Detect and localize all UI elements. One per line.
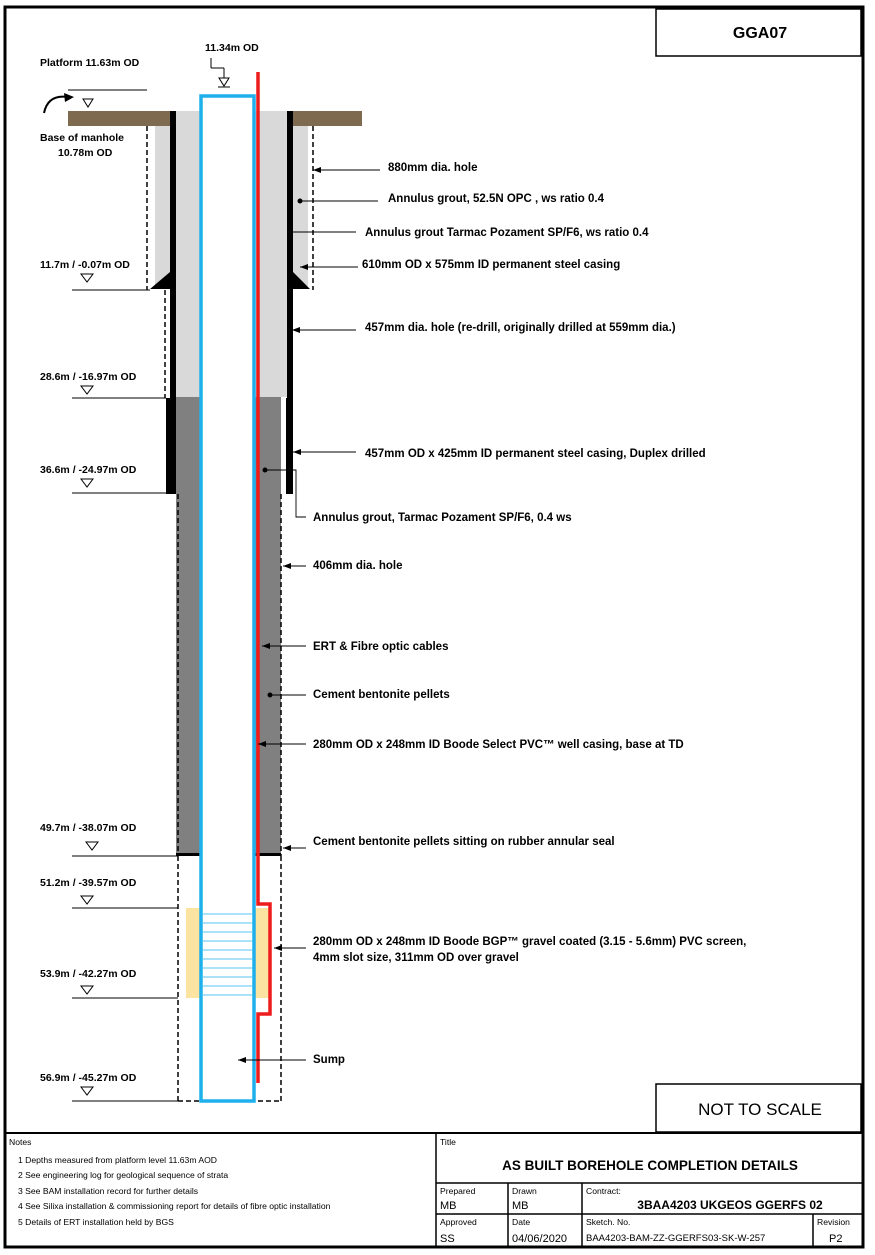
date-label: Date (512, 1217, 530, 1227)
base-manhole-label-2: 10.78m OD (58, 147, 113, 159)
annotation-label: 457mm OD x 425mm ID permanent steel casi… (365, 448, 706, 460)
well-casing (199, 94, 256, 1103)
annotation-label: Annulus grout, Tarmac Pozament SP/F6, 0.… (313, 512, 572, 524)
prepared-value: MB (440, 1200, 457, 1212)
annotation-label: 457mm dia. hole (re-drill, originally dr… (365, 322, 676, 334)
annotation-label: Cement bentonite pellets sitting on rubb… (313, 836, 615, 848)
svg-text:56.9m / -45.27m OD: 56.9m / -45.27m OD (40, 1072, 137, 1084)
rubber-seal (176, 853, 201, 856)
annotation-label: Annulus grout Tarmac Pozament SP/F6, ws … (365, 227, 649, 239)
revision-value: P2 (829, 1233, 842, 1245)
screen-slots (203, 913, 252, 996)
not-to-scale: NOT TO SCALE (698, 1100, 822, 1119)
base-manhole-label-1: Base of manhole (40, 132, 124, 144)
annotation-label: 4mm slot size, 311mm OD over gravel (313, 952, 519, 964)
annotation-label: 406mm dia. hole (313, 560, 402, 572)
annotation-label: 280mm OD x 248mm ID Boode BGP™ gravel co… (313, 936, 746, 948)
drawing-id-box (655, 8, 862, 57)
ground-slab-left (68, 111, 174, 126)
drawing-id: GGA07 (733, 25, 787, 42)
depth-marker: 51.2m / -39.57m OD (40, 877, 178, 909)
sketch-value: BAA4203-BAM-ZZ-GGERFS03-SK-W-257 (586, 1233, 765, 1244)
notes-heading: Notes (9, 1137, 31, 1147)
note-item: 4 See Silixa installation & commissionin… (18, 1201, 331, 1211)
approved-value: SS (440, 1233, 455, 1245)
depth-marker: 56.9m / -45.27m OD (40, 1072, 178, 1102)
grout-dark (176, 397, 201, 854)
drawn-value: MB (512, 1200, 529, 1212)
svg-text:51.2m / -39.57m OD: 51.2m / -39.57m OD (40, 877, 137, 889)
note-item: 2 See engineering log for geological seq… (18, 1170, 228, 1180)
depth-marker: 28.6m / -16.97m OD (40, 371, 166, 399)
depth-marker: 53.9m / -42.27m OD (40, 968, 178, 999)
contract-value: 3BAA4203 UKGEOS GGERFS 02 (637, 1198, 823, 1212)
note-item: 1 Depths measured from platform level 11… (18, 1155, 217, 1165)
ground-slab-right (287, 111, 362, 126)
depth-marker: 36.6m / -24.97m OD (40, 464, 166, 494)
annotation-label: 610mm OD x 575mm ID permanent steel casi… (362, 259, 620, 271)
drawn-label: Drawn (512, 1186, 537, 1196)
revision-label: Revision (817, 1217, 850, 1227)
annotation-label: Cement bentonite pellets (313, 689, 450, 701)
steel-casing-457 (170, 289, 176, 494)
depth-marker: 49.7m / -38.07m OD (40, 822, 178, 857)
drawing-title: AS BUILT BOREHOLE COMPLETION DETAILS (502, 1158, 798, 1173)
top-level-label: 11.34m OD (205, 42, 259, 54)
steel-casing-610 (170, 111, 176, 289)
sheet-border (3, 5, 865, 1249)
svg-text:11.7m / -0.07m OD: 11.7m / -0.07m OD (40, 259, 130, 271)
annotation-label: Sump (313, 1054, 345, 1066)
annotation-label: 880mm dia. hole (388, 162, 477, 174)
grout-light (176, 111, 201, 397)
contract-label: Contract: (586, 1186, 621, 1196)
svg-text:28.6m / -16.97m OD: 28.6m / -16.97m OD (40, 371, 137, 383)
gravel-pack (186, 908, 201, 998)
svg-text:49.7m / -38.07m OD: 49.7m / -38.07m OD (40, 822, 137, 834)
depth-marker: 11.7m / -0.07m OD (40, 259, 150, 291)
platform-label: Platform 11.63m OD (40, 57, 140, 69)
prepared-label: Prepared (440, 1186, 476, 1196)
annotation-label: ERT & Fibre optic cables (313, 641, 448, 653)
svg-text:36.6m / -24.97m OD: 36.6m / -24.97m OD (40, 464, 137, 476)
note-item: 3 See BAM installation record for furthe… (18, 1186, 198, 1196)
date-value: 04/06/2020 (512, 1233, 567, 1245)
ert-fibre-cable (256, 72, 272, 1083)
sketch-label: Sketch. No. (586, 1217, 630, 1227)
approved-label: Approved (440, 1217, 477, 1227)
svg-text:53.9m / -42.27m OD: 53.9m / -42.27m OD (40, 968, 137, 980)
annotation-label: Annulus grout, 52.5N OPC , ws ratio 0.4 (388, 193, 605, 205)
annotation-label: 280mm OD x 248mm ID Boode Select PVC™ we… (313, 739, 684, 751)
not-to-scale-box (655, 1083, 862, 1133)
title-label: Title (440, 1137, 456, 1147)
note-item: 5 Details of ERT installation held by BG… (18, 1217, 174, 1227)
